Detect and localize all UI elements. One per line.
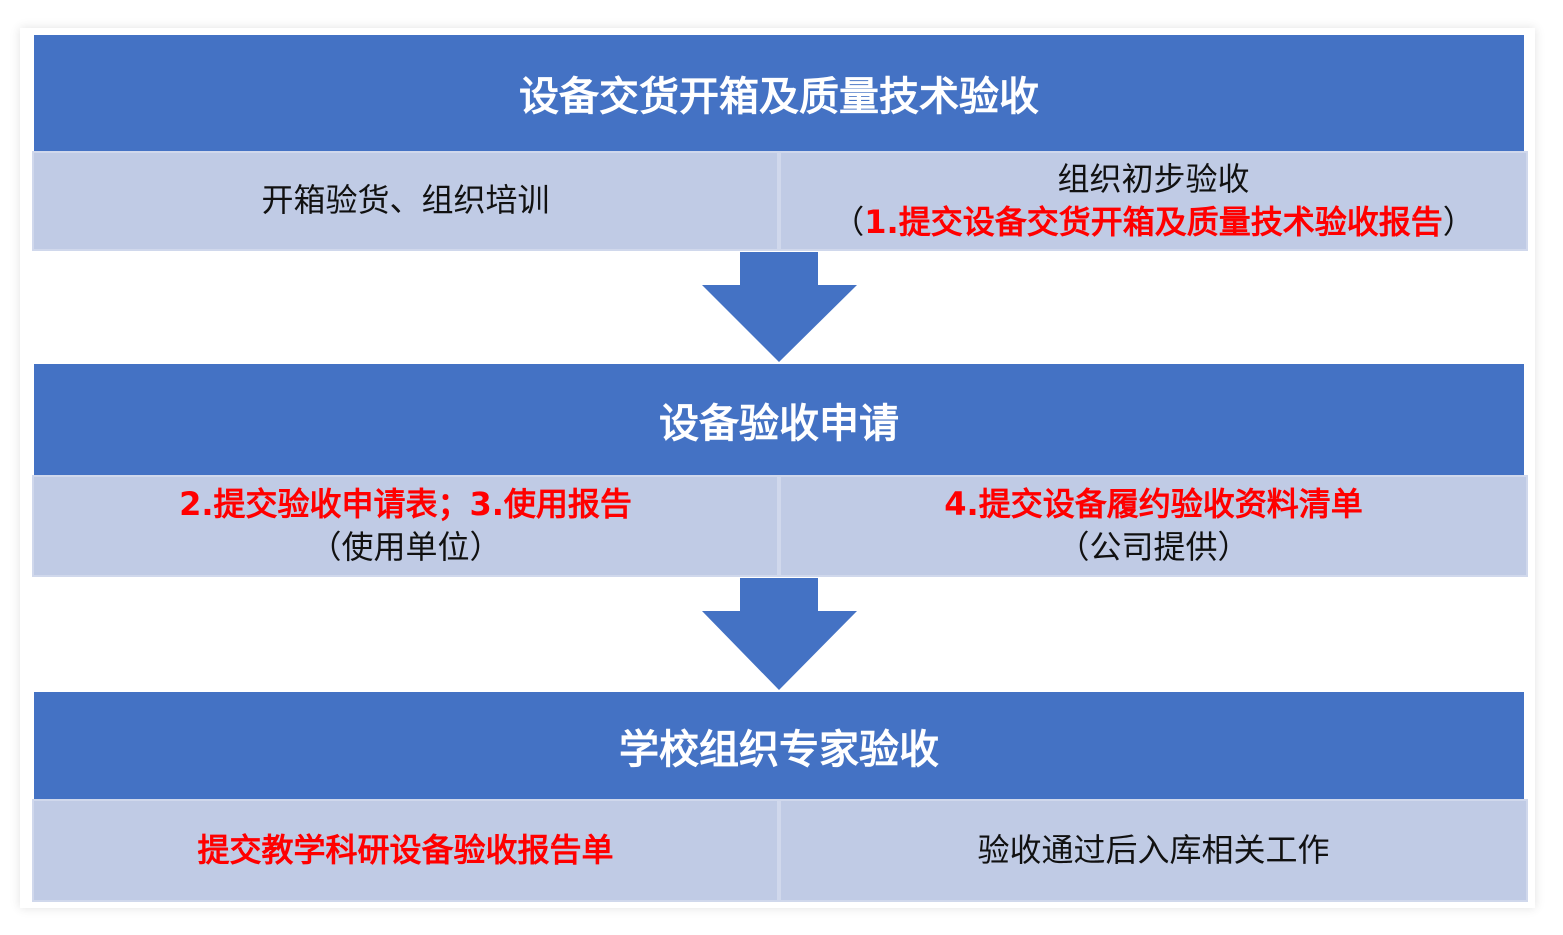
stage-2-title: 设备验收申请 (34, 364, 1524, 475)
stage-1-right-text: 组织初步验收 (1057, 159, 1250, 198)
stage-3-left-cell: 提交教学科研设备验收报告单 (32, 799, 779, 902)
down-arrow-icon (702, 252, 857, 362)
stage-3-right-cell: 验收通过后入库相关工作 (779, 799, 1528, 902)
stage-2-left-owner: （使用单位） (309, 528, 502, 566)
stage-2-left-cell: 2.提交验收申请表；3.使用报告 （使用单位） (32, 475, 779, 577)
stage-2-right-deliverable: 4.提交设备履约验收资料清单 (944, 484, 1363, 523)
down-arrow-icon (702, 578, 857, 690)
stage-1-title: 设备交货开箱及质量技术验收 (34, 35, 1524, 151)
stage-2-deliverable: 2.提交验收申请表；3.使用报告 (179, 484, 632, 523)
stage-1-left-cell: 开箱验货、组织培训 (32, 151, 779, 251)
stage-1-right-detail: （1.提交设备交货开箱及质量技术验收报告） (832, 201, 1474, 244)
stage-2-right-owner: （公司提供） (1057, 528, 1250, 566)
paren-close: ） (1442, 203, 1475, 241)
stage-1-deliverable: 1.提交设备交货开箱及质量技术验收报告 (864, 203, 1443, 241)
paren-open: （ (832, 203, 865, 241)
stage-3-right-text: 验收通过后入库相关工作 (977, 830, 1330, 869)
stage-3-deliverable: 提交教学科研设备验收报告单 (197, 830, 614, 869)
stage-3-title: 学校组织专家验收 (34, 692, 1524, 799)
stage-1-left-text: 开箱验货、组织培训 (261, 181, 550, 220)
stage-1-right-cell: 组织初步验收 （1.提交设备交货开箱及质量技术验收报告） (779, 151, 1528, 251)
stage-2-right-cell: 4.提交设备履约验收资料清单 （公司提供） (779, 475, 1528, 577)
